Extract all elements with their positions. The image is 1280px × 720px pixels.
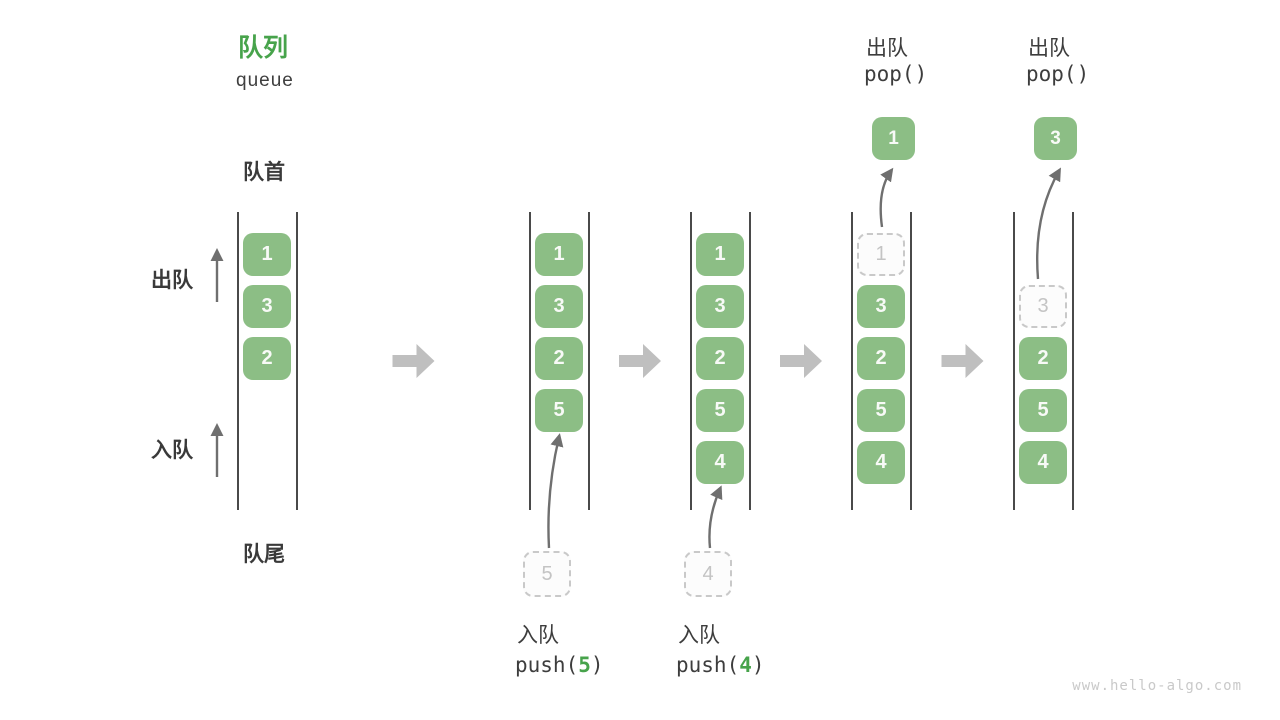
- queue-cell-ghost: 1: [857, 233, 905, 276]
- queue-rail: [851, 212, 853, 510]
- dequeue-op-label: 出队: [1028, 37, 1070, 60]
- queue-cell: 2: [535, 337, 583, 380]
- queue-cell-ghost: 3: [1019, 285, 1067, 328]
- queue-rail: [529, 212, 531, 510]
- incoming-ghost-cell: 5: [523, 551, 571, 597]
- code-before: push(: [676, 653, 740, 677]
- dequeue-side-label: 出队: [151, 269, 193, 292]
- queue-rear-label: 队尾: [243, 543, 285, 566]
- queue-column-state-initial: 1 3 2: [237, 212, 298, 510]
- enqueue-op-code: push(4): [676, 653, 765, 677]
- watermark: www.hello-algo.com: [1072, 678, 1242, 694]
- enqueue-op-label: 入队: [517, 624, 559, 647]
- code-after: ): [590, 653, 604, 677]
- queue-cell: 1: [696, 233, 744, 276]
- queue-cell: 5: [1019, 389, 1067, 432]
- queue-cell: 4: [696, 441, 744, 484]
- code-arg: 4: [739, 653, 752, 677]
- diagram-title: 队列: [238, 34, 289, 62]
- dequeue-op-label: 出队: [866, 37, 908, 60]
- queue-cell: 3: [857, 285, 905, 328]
- queue-cell: 3: [535, 285, 583, 328]
- queue-cell: 1: [535, 233, 583, 276]
- enqueue-op-code: push(5): [515, 653, 604, 677]
- queue-cell: 5: [857, 389, 905, 432]
- queue-cell: 3: [696, 285, 744, 328]
- queue-cell: 4: [1019, 441, 1067, 484]
- queue-rail: [690, 212, 692, 510]
- right-arrow-icon: [392, 344, 435, 378]
- queue-cell: 5: [696, 389, 744, 432]
- popped-cell: 1: [872, 117, 915, 160]
- dequeue-op-code: pop(): [864, 62, 928, 86]
- queue-rail: [296, 212, 298, 510]
- queue-rail: [588, 212, 590, 510]
- queue-rail: [1013, 212, 1015, 510]
- queue-rail: [749, 212, 751, 510]
- queue-rail: [237, 212, 239, 510]
- diagram-subtitle: queue: [236, 70, 294, 91]
- queue-cell: 5: [535, 389, 583, 432]
- queue-cell: 2: [696, 337, 744, 380]
- queue-rail: [1072, 212, 1074, 510]
- queue-rail: [910, 212, 912, 510]
- right-arrow-icon: [619, 344, 661, 378]
- queue-cell: 3: [243, 285, 291, 328]
- queue-cell: 4: [857, 441, 905, 484]
- queue-cell: 2: [1019, 337, 1067, 380]
- code-before: push(: [515, 653, 579, 677]
- queue-cell: 2: [857, 337, 905, 380]
- queue-cell: 1: [243, 233, 291, 276]
- right-arrow-icon: [780, 344, 822, 378]
- enqueue-side-label: 入队: [151, 439, 193, 462]
- popped-cell: 3: [1034, 117, 1077, 160]
- code-arg: 5: [578, 653, 591, 677]
- queue-cell: 2: [243, 337, 291, 380]
- enqueue-op-label: 入队: [678, 624, 720, 647]
- dequeue-op-code: pop(): [1026, 62, 1090, 86]
- queue-front-label: 队首: [243, 161, 285, 184]
- incoming-ghost-cell: 4: [684, 551, 732, 597]
- code-after: ): [751, 653, 765, 677]
- right-arrow-icon: [941, 344, 984, 378]
